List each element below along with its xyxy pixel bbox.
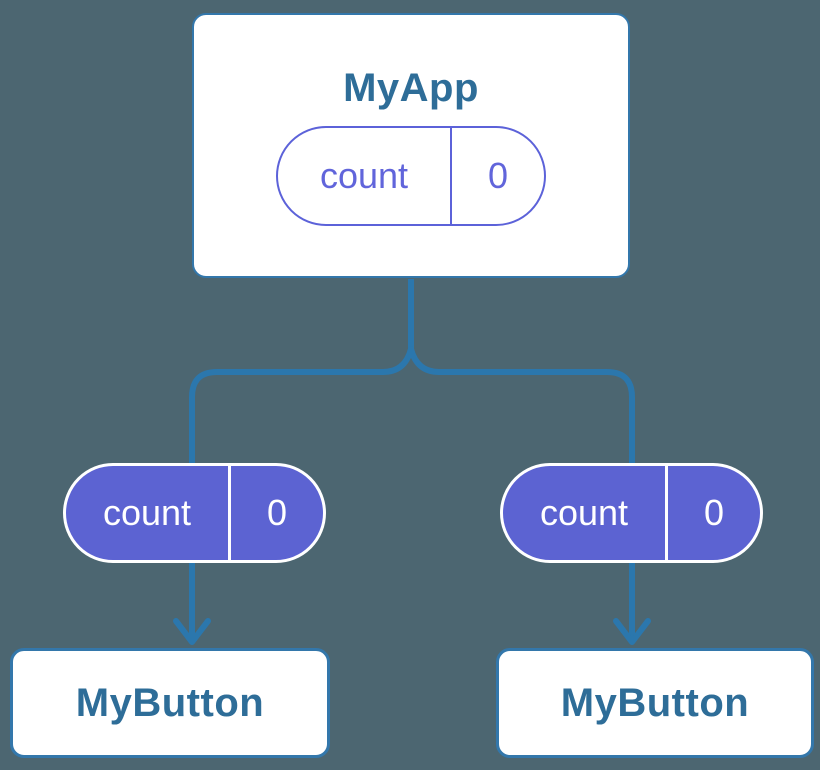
state-value-label: 0 <box>487 154 509 196</box>
right-prop-pill: count 0 <box>500 463 763 563</box>
right-child-component-title: MyButton <box>560 681 750 725</box>
state-key-label: count <box>319 154 409 196</box>
root-component-title: MyApp <box>343 65 479 110</box>
root-state-pill: count 0 <box>276 125 546 226</box>
prop-value-label: 0 <box>266 492 288 533</box>
prop-key-label: count <box>102 492 192 533</box>
pill-divider <box>450 127 452 224</box>
prop-key-label: count <box>539 492 629 533</box>
left-child-component-card: MyButton <box>10 648 330 758</box>
pill-divider <box>228 466 231 560</box>
left-child-component-title: MyButton <box>75 681 265 725</box>
root-component-card: MyApp count 0 <box>192 13 630 278</box>
left-prop-pill: count 0 <box>63 463 326 563</box>
arrowhead-left-icon <box>173 618 211 645</box>
right-child-component-card: MyButton <box>496 648 814 758</box>
pill-divider <box>665 466 668 560</box>
prop-value-label: 0 <box>703 492 725 533</box>
arrowhead-right-icon <box>613 618 651 645</box>
fork-brace-path <box>189 346 635 641</box>
